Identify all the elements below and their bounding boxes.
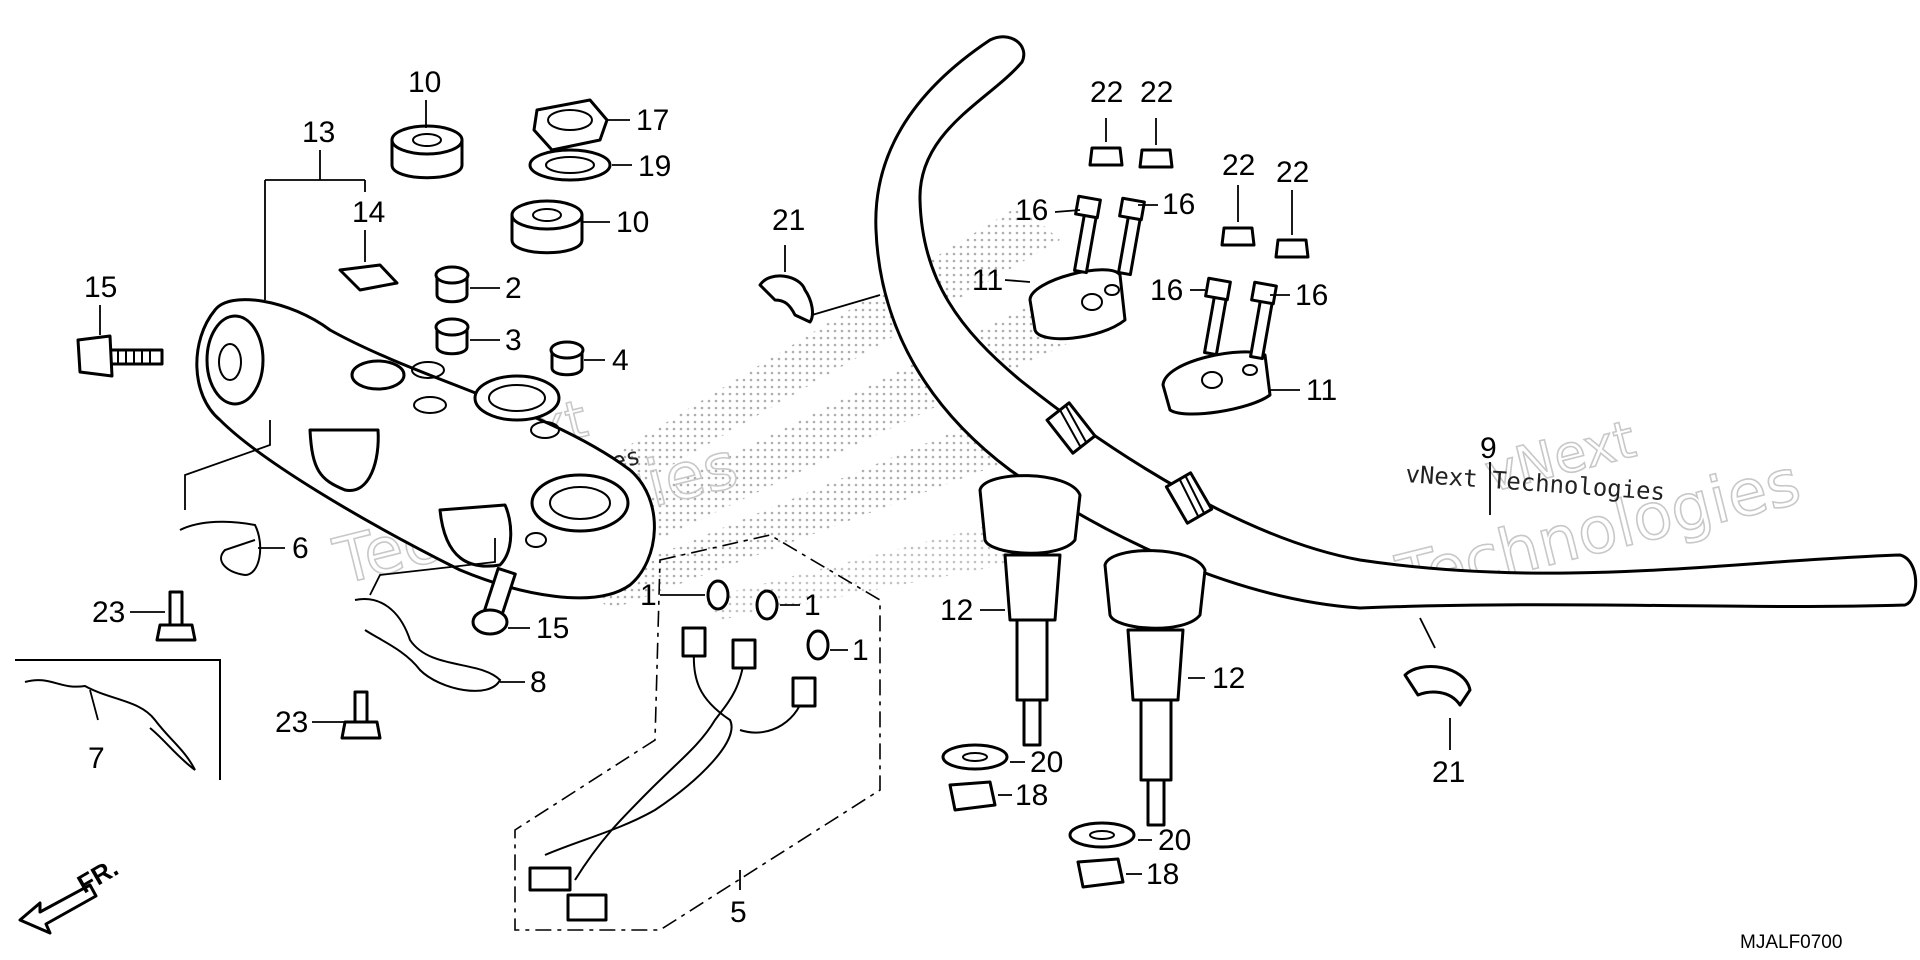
clip-6 — [179, 520, 262, 577]
bushing-10-lower — [510, 199, 584, 255]
callout-12-right: 12 — [1212, 662, 1245, 695]
clamp-21-lower — [1403, 665, 1472, 707]
callout-7: 7 — [88, 742, 105, 775]
callout-2: 2 — [505, 272, 522, 305]
callout-16-a: 16 — [1015, 194, 1048, 227]
callout-8: 8 — [530, 666, 547, 699]
callout-22-c: 22 — [1222, 149, 1255, 182]
bolt-23-upper — [155, 590, 197, 642]
clamp-21-upper — [758, 274, 814, 324]
washers-20 — [941, 743, 1136, 849]
callout-10-top: 10 — [408, 66, 441, 99]
clip-8 — [354, 598, 502, 692]
riser-12-left — [978, 474, 1082, 747]
plugs-2-3-4 — [434, 265, 585, 377]
top-bridge — [195, 298, 656, 600]
callout-1-b: 1 — [804, 589, 821, 622]
callout-20-left: 20 — [1030, 746, 1063, 779]
bulbs-1 — [706, 579, 830, 661]
wire-harness — [528, 626, 817, 922]
callout-16-b: 16 — [1162, 188, 1195, 221]
callout-6: 6 — [292, 532, 309, 565]
callout-11-lower: 11 — [1306, 374, 1337, 407]
callout-16-d: 16 — [1295, 279, 1328, 312]
part-7-box — [15, 659, 221, 780]
holder-11-upper — [1028, 268, 1127, 341]
bolt-23-lower — [340, 690, 382, 740]
callout-22-d: 22 — [1276, 156, 1309, 189]
callout-21-lower: 21 — [1432, 756, 1465, 789]
callout-16-c: 16 — [1150, 274, 1183, 307]
callout-13: 13 — [302, 116, 335, 149]
callout-15-lower: 15 — [536, 612, 569, 645]
drawing-code: MJALF0700 — [1740, 932, 1842, 953]
nut-17 — [532, 98, 609, 152]
callout-9: 9 — [1480, 432, 1497, 465]
callout-14: 14 — [352, 196, 385, 229]
washer-19 — [528, 148, 612, 182]
callout-23-upper: 23 — [92, 596, 125, 629]
callout-12-left: 12 — [940, 594, 973, 627]
bolt-15-left — [76, 334, 164, 378]
callout-1-c: 1 — [852, 634, 869, 667]
bolts-16 — [1073, 194, 1278, 361]
callout-5: 5 — [730, 896, 747, 929]
bushing-10-top — [390, 124, 464, 180]
callout-3: 3 — [505, 324, 522, 357]
callout-17: 17 — [636, 104, 669, 137]
front-direction-arrow: FR. — [18, 852, 123, 935]
bolt-15-lower — [471, 566, 517, 636]
harness-box — [514, 534, 881, 931]
callout-22-b: 22 — [1140, 76, 1173, 109]
callout-18-left: 18 — [1015, 779, 1048, 812]
holder-11-lower — [1161, 350, 1272, 416]
callout-21-upper: 21 — [772, 204, 805, 237]
part-14-cap — [338, 263, 399, 292]
callout-4: 4 — [612, 344, 629, 377]
leader-lines — [89, 100, 1491, 890]
callout-11-upper: 11 — [972, 264, 1003, 297]
callout-1-a: 1 — [640, 579, 657, 612]
riser-12-right — [1103, 549, 1207, 827]
caps-22 — [1088, 146, 1310, 259]
callout-22-a: 22 — [1090, 76, 1123, 109]
callout-numbers: 10 17 19 10 13 14 15 2 3 4 6 23 15 8 23 … — [84, 66, 1497, 929]
callout-19: 19 — [638, 150, 671, 183]
handlebar — [874, 35, 1918, 610]
callout-10-lower: 10 — [616, 206, 649, 239]
nuts-18 — [948, 780, 1125, 889]
callout-15-left: 15 — [84, 271, 117, 304]
callout-18-right: 18 — [1146, 858, 1179, 891]
part-7-wire — [24, 679, 196, 771]
callout-20-right: 20 — [1158, 824, 1191, 857]
callout-23-lower: 23 — [275, 706, 308, 739]
